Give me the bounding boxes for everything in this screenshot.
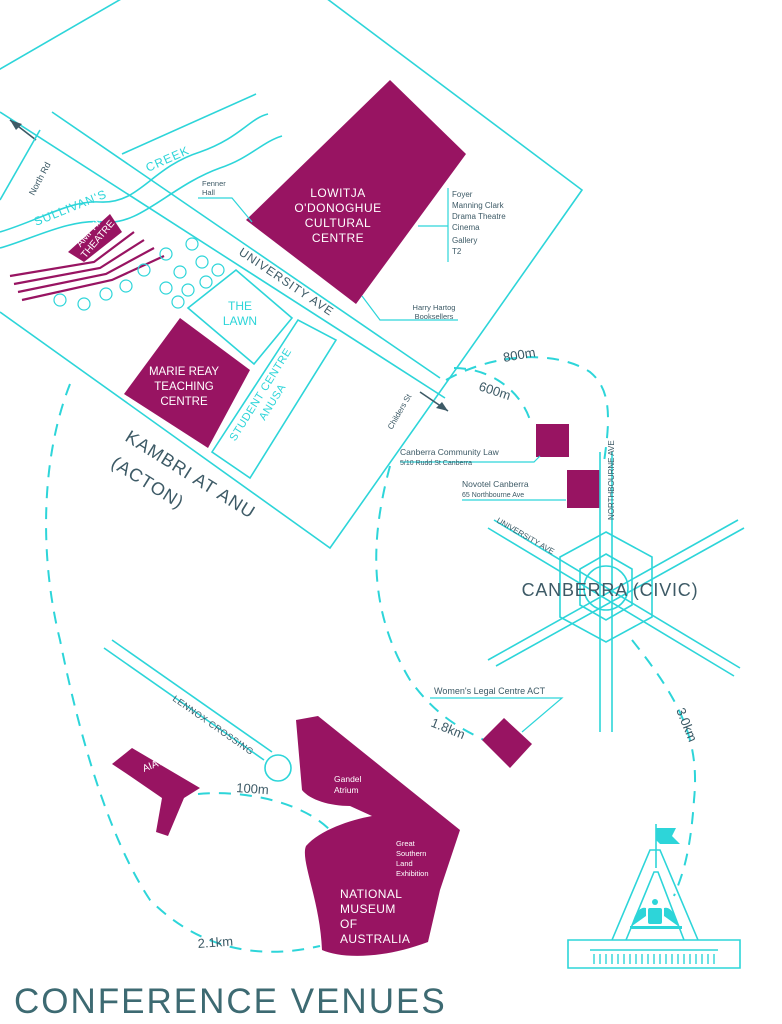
page-title: CONFERENCE VENUES bbox=[14, 982, 447, 1021]
lowitja-label: LOWITJA O'DONOGHUE CULTURAL CENTRE bbox=[294, 186, 381, 245]
svg-text:Foyer: Foyer bbox=[452, 190, 473, 199]
svg-text:600m: 600m bbox=[477, 379, 513, 403]
svg-text:Gandel: Gandel bbox=[334, 774, 362, 784]
svg-text:LOWITJA: LOWITJA bbox=[310, 186, 366, 200]
svg-text:Atrium: Atrium bbox=[334, 785, 359, 795]
harry-hartog-label: Harry Hartog Booksellers bbox=[413, 303, 456, 321]
novotel-name: Novotel Canberra bbox=[462, 479, 529, 489]
arrow-icon bbox=[10, 120, 22, 130]
creek-line-b bbox=[0, 135, 283, 249]
route-3-0km bbox=[631, 639, 696, 897]
aiatsis-building[interactable] bbox=[112, 748, 200, 836]
student-centre-area[interactable] bbox=[210, 318, 338, 480]
campus-boundary bbox=[0, 0, 584, 550]
lennox-crossing-label: LENNOX CROSSING bbox=[171, 693, 256, 757]
route-800m bbox=[445, 356, 609, 463]
svg-text:LAWN: LAWN bbox=[223, 314, 257, 328]
creek-road bbox=[121, 93, 257, 155]
north-rd-label: North Rd bbox=[27, 160, 53, 196]
lowitja-rooms-list: Foyer Manning Clark Drama Theatre Cinema… bbox=[452, 190, 506, 256]
route-600m bbox=[453, 367, 531, 421]
fenner-leader bbox=[198, 197, 253, 223]
svg-text:CULTURAL: CULTURAL bbox=[305, 216, 371, 230]
fenner-hall-label: Fenner Hall bbox=[202, 179, 226, 197]
student-centre-label: STUDENT CENTRE ANUSA bbox=[227, 346, 294, 443]
svg-text:T2: T2 bbox=[452, 247, 462, 256]
northbourne-ave-label: NORTHBOURNE AVE bbox=[607, 440, 616, 520]
creek-label: CREEK bbox=[144, 143, 192, 175]
svg-text:Booksellers: Booksellers bbox=[415, 312, 454, 321]
parliament-house-icon bbox=[567, 824, 741, 969]
svg-text:Fenner: Fenner bbox=[202, 179, 226, 188]
the-lawn-label: THE LAWN bbox=[223, 299, 257, 328]
community-law-name: Canberra Community Law bbox=[400, 447, 500, 457]
svg-text:O'DONOGHUE: O'DONOGHUE bbox=[294, 201, 381, 215]
lennox-crossing-line-b bbox=[111, 639, 273, 753]
coat-of-arms-icon bbox=[630, 899, 682, 929]
community-law-building[interactable] bbox=[536, 424, 569, 457]
svg-text:Manning Clark: Manning Clark bbox=[452, 201, 505, 210]
gandel-atrium-label: Gandel Atrium bbox=[334, 774, 362, 795]
roundabout bbox=[264, 754, 292, 782]
nma-building[interactable] bbox=[296, 716, 460, 956]
svg-text:OF: OF bbox=[340, 917, 357, 931]
the-lawn-area[interactable] bbox=[186, 268, 294, 366]
childers-st-label: Childers St bbox=[386, 392, 414, 431]
amphitheatre-building[interactable] bbox=[68, 214, 122, 262]
canberra-civic-label: CANBERRA (CIVIC) bbox=[522, 580, 699, 600]
university-ave-line-a bbox=[0, 111, 446, 399]
svg-text:Gallery: Gallery bbox=[452, 236, 477, 245]
svg-text:Harry Hartog: Harry Hartog bbox=[413, 303, 456, 312]
svg-text:AUSTRALIA: AUSTRALIA bbox=[340, 932, 410, 946]
route-100m bbox=[197, 792, 331, 831]
marie-reay-label: MARIE REAY TEACHING CENTRE bbox=[149, 366, 219, 408]
womens-legal-leader bbox=[430, 697, 564, 733]
lennox-crossing-line-a bbox=[103, 647, 265, 761]
north-rd-line bbox=[0, 129, 41, 201]
svg-text:CENTRE: CENTRE bbox=[160, 396, 208, 408]
novotel-address: 65 Northbourne Ave bbox=[462, 492, 524, 499]
tree-icon bbox=[53, 237, 225, 311]
svg-text:MUSEUM: MUSEUM bbox=[340, 902, 396, 916]
svg-text:THE: THE bbox=[228, 299, 252, 313]
svg-text:100m: 100m bbox=[236, 780, 269, 797]
novotel-building[interactable] bbox=[567, 470, 600, 508]
svg-text:MARIE REAY: MARIE REAY bbox=[149, 366, 219, 378]
svg-text:3.0km: 3.0km bbox=[673, 706, 700, 744]
flag-icon bbox=[656, 828, 680, 844]
svg-text:Great: Great bbox=[396, 839, 416, 848]
svg-text:CENTRE: CENTRE bbox=[312, 231, 364, 245]
womens-legal-label: Women's Legal Centre ACT bbox=[434, 686, 546, 696]
university-ave-line-b bbox=[51, 111, 441, 379]
great-southern-label: Great Southern Land Exhibition bbox=[396, 839, 429, 878]
svg-text:Southern: Southern bbox=[396, 849, 426, 858]
svg-text:Drama Theatre: Drama Theatre bbox=[452, 212, 506, 221]
marie-reay-building[interactable] bbox=[124, 318, 250, 448]
svg-text:2.1km: 2.1km bbox=[197, 934, 233, 951]
road-north-edge bbox=[0, 0, 121, 71]
svg-text:NATIONAL: NATIONAL bbox=[340, 887, 402, 901]
womens-legal-building[interactable] bbox=[482, 718, 532, 768]
svg-text:Hall: Hall bbox=[202, 188, 215, 197]
community-law-address: 5/10 Rudd St Canberra bbox=[400, 460, 472, 467]
civic-roads bbox=[487, 452, 745, 732]
hartog-leader bbox=[361, 295, 458, 321]
nma-label: NATIONAL MUSEUM OF AUSTRALIA bbox=[340, 887, 410, 946]
lowitja-building[interactable] bbox=[246, 80, 466, 304]
creek-line-a bbox=[0, 113, 269, 233]
community-law-leader bbox=[400, 455, 541, 463]
route-1-8km bbox=[375, 465, 485, 741]
svg-text:Exhibition: Exhibition bbox=[396, 869, 429, 878]
svg-text:800m: 800m bbox=[502, 345, 537, 365]
route-2-1km bbox=[45, 383, 321, 953]
svg-text:TEACHING: TEACHING bbox=[154, 381, 213, 393]
svg-text:Cinema: Cinema bbox=[452, 223, 480, 232]
svg-text:Land: Land bbox=[396, 859, 413, 868]
arrow-icon bbox=[436, 402, 448, 411]
campus-roads bbox=[0, 0, 584, 550]
